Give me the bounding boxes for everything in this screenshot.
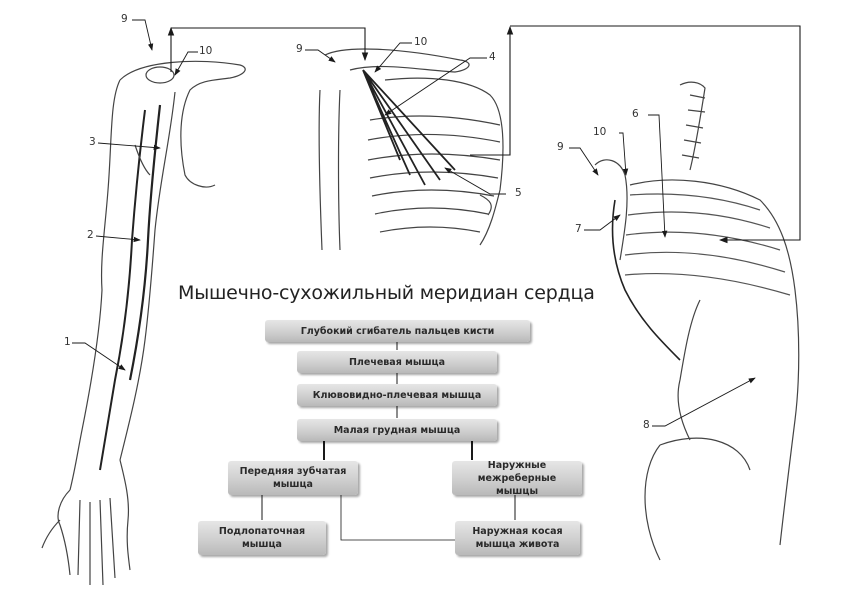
arm-label-9: 9 (121, 13, 128, 25)
flowchart-connectors (261, 342, 516, 541)
node-external-oblique: Наружная косая мышца живота (455, 521, 580, 555)
arm-label-1: 1 (64, 336, 71, 348)
node-subscapularis: Подлопаточная мышца (198, 521, 326, 555)
arm-figure (41, 60, 246, 586)
diagram-title: Мышечно-сухожильный меридиан сердца (178, 282, 595, 304)
node-coracobrachialis: Клювовидно-плечевая мышца (297, 384, 497, 406)
node-serratus-anterior: Передняя зубчатая мышца (228, 461, 358, 495)
chest-front-figure (318, 48, 504, 251)
meridian-route-lines (167, 25, 801, 244)
torso-label-7: 7 (575, 223, 582, 235)
torso-label-8: 8 (643, 419, 650, 431)
arm-label-3: 3 (89, 136, 96, 148)
leader-lines (72, 19, 756, 427)
chest-label-10: 10 (414, 36, 428, 48)
torso-label-6: 6 (632, 108, 639, 120)
torso-side-figure (594, 81, 800, 561)
chest-label-9: 9 (296, 43, 303, 55)
chest-label-4: 4 (489, 51, 496, 63)
node-deep-finger-flexor: Глубокий сгибатель пальцев кисти (265, 320, 530, 342)
node-brachialis: Плечевая мышца (297, 351, 497, 373)
arm-label-10: 10 (199, 45, 213, 57)
torso-label-10: 10 (593, 126, 607, 138)
arm-label-2: 2 (87, 229, 94, 241)
node-pectoralis-minor: Малая грудная мышца (297, 419, 497, 441)
chest-label-5: 5 (515, 187, 522, 199)
torso-label-9: 9 (557, 141, 564, 153)
node-external-intercostals: Наружные межреберные мышцы (452, 460, 582, 497)
